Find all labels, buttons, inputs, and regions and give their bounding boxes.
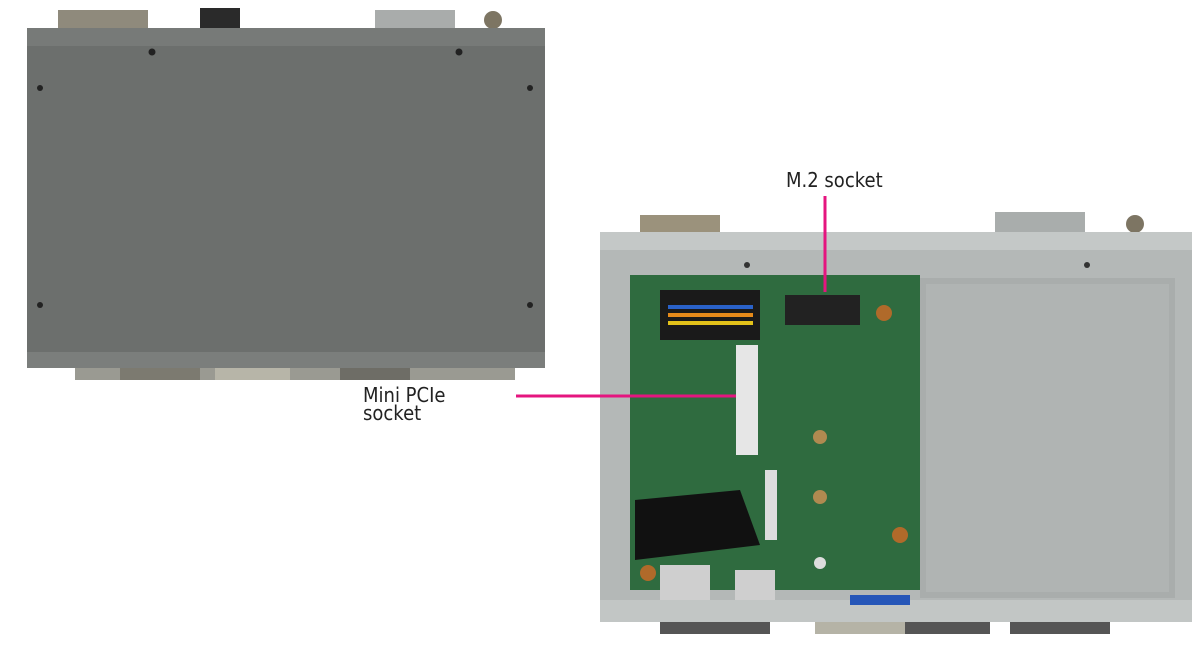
mini-pcie-socket-label-line2: socket (363, 401, 422, 425)
m2-socket-label: M.2 socket (786, 168, 883, 192)
open-chassis-photo (600, 212, 1192, 634)
closed-chassis-photo (27, 8, 545, 380)
mini-pcie-socket-label-line1: Mini PCIe (363, 383, 446, 407)
